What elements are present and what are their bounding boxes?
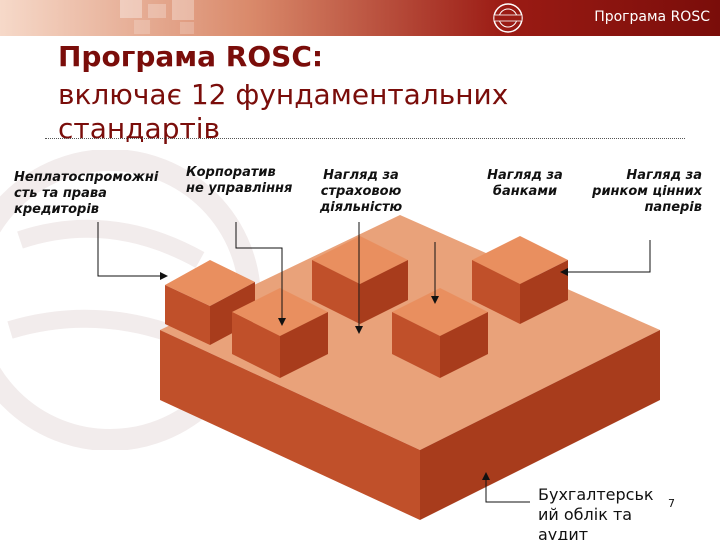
- block-securities: [472, 236, 568, 324]
- header-title: Програма ROSC: [594, 9, 710, 25]
- page-number: 7: [668, 497, 675, 510]
- slide-subtitle: включає 12 фундаментальних стандартів: [58, 78, 509, 145]
- block-banks: [392, 288, 488, 378]
- block-insurance: [312, 236, 408, 324]
- slide-title: Програма ROSC:: [58, 40, 324, 73]
- base-platform: [160, 215, 660, 520]
- label-banks: Нагляд за банками: [487, 168, 563, 199]
- header-bar: Програма ROSC: [0, 0, 720, 36]
- label-governance: Корпоратив не управління: [186, 165, 293, 196]
- block-governance: [232, 288, 328, 378]
- label-insurance: Нагляд за страховою діяльністю: [319, 168, 403, 215]
- decorative-squares: [120, 0, 194, 34]
- connector-lines: [97, 222, 651, 503]
- world-bank-logo: [493, 3, 523, 33]
- label-securities: Нагляд за ринком цінних паперів: [592, 168, 702, 215]
- label-accounting: Бухгалтерськ ий облік та аудит: [538, 485, 654, 540]
- connector-arrowheads: [160, 268, 568, 480]
- label-insolvency: Неплатоспроможні сть та права кредиторів: [14, 170, 159, 217]
- divider: [45, 138, 685, 139]
